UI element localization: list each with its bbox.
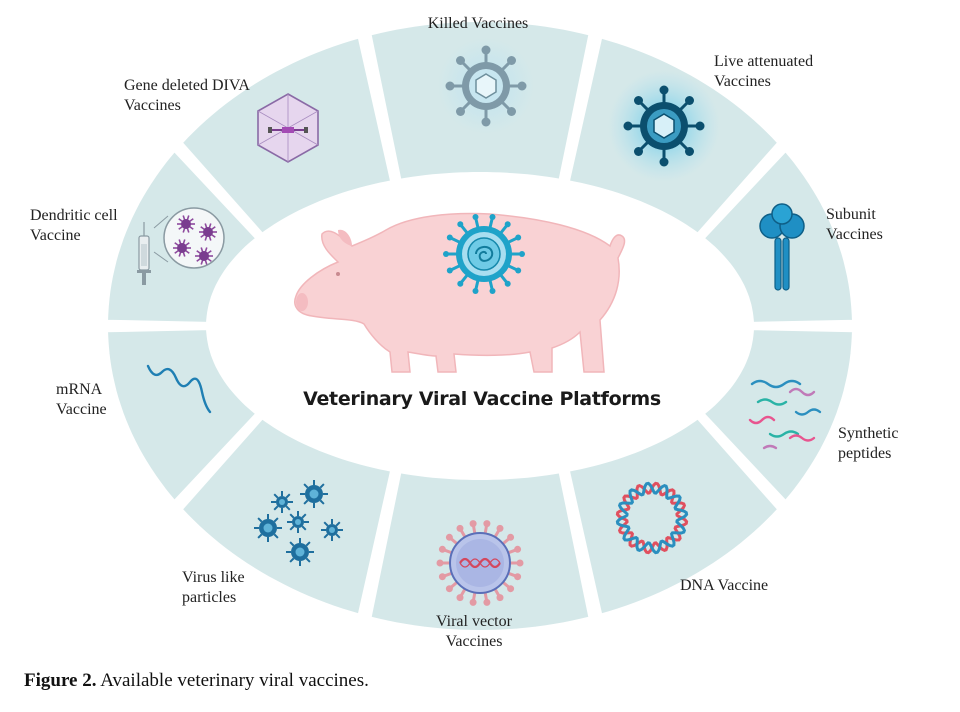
platform-label-line: Vaccine (30, 227, 81, 244)
platform-label-line: particles (182, 589, 237, 606)
platform-label-line: Vaccines (826, 226, 883, 243)
platform-label: Synthetic peptides (838, 424, 898, 464)
platform-label-line: Vaccines (714, 73, 771, 90)
figure-caption: Figure 2. Available veterinary viral vac… (24, 670, 369, 692)
ring-segment (103, 326, 261, 506)
live-virus-icon (608, 70, 720, 182)
platform-label-line: Virus like (182, 569, 245, 586)
ring-segment (699, 326, 857, 506)
platform-label: mRNA Vaccine (56, 380, 107, 420)
platform-label: Killed Vaccines (428, 14, 529, 34)
platform-label-line: peptides (838, 445, 892, 462)
ring-segment (565, 414, 783, 619)
platform-label-line: Vaccine (56, 401, 107, 418)
platform-label-line: Vaccines (445, 633, 503, 650)
vlp-cluster-icon (254, 480, 343, 566)
killed-virus-icon (438, 38, 534, 134)
platform-label: DNA Vaccine (680, 576, 768, 596)
platform-label-line: Synthetic (838, 425, 899, 442)
platform-label-line: Killed Vaccines (427, 15, 529, 32)
platform-label-line: Subunit (826, 206, 876, 223)
dendritic-syringe-icon (137, 207, 225, 285)
figure-number: Figure 2. (24, 670, 97, 691)
platform-label: Virus like particles (182, 568, 245, 608)
figure-caption-text: Available veterinary viral vaccines. (100, 670, 369, 691)
pig-illustration (294, 212, 626, 373)
syringe-icon (137, 222, 151, 285)
capsid-gene-icon (257, 93, 319, 163)
platform-label-line: Dendritic cell (30, 207, 118, 224)
platform-label-line: Live attenuated (714, 53, 814, 70)
peptide-strands-icon (748, 379, 822, 450)
mrna-strand-icon (146, 364, 212, 414)
viral-vector-icon (436, 520, 524, 606)
platform-label-line: Vaccines (124, 97, 181, 114)
platform-label-line: Viral vector (436, 613, 512, 630)
center-virus-icon (443, 214, 525, 294)
ring-segment (177, 414, 395, 619)
platform-label-line: mRNA (56, 381, 103, 398)
platform-label: Gene deleted DIVA Vaccines (124, 76, 250, 116)
diagram-title: Veterinary Viral Vaccine Platforms (303, 388, 661, 410)
platform-label-line: DNA Vaccine (680, 577, 769, 594)
antibody-icon (759, 203, 805, 291)
platform-label-line: Gene deleted DIVA (124, 77, 250, 94)
dna-circle-icon (615, 481, 689, 555)
